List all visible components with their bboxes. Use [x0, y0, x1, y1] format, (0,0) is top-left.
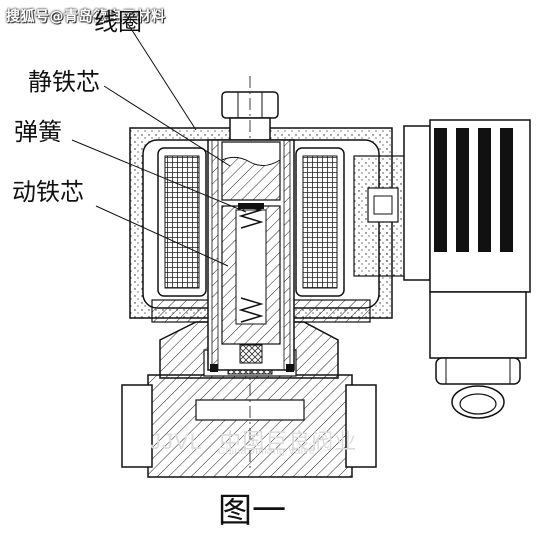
- figure-caption: 图一: [218, 491, 286, 531]
- leader-static-core: [103, 85, 231, 167]
- seal-ring-left: [210, 364, 218, 372]
- label-coil: 线圈: [94, 8, 142, 36]
- label-static-core: 静铁芯: [28, 68, 100, 96]
- spring: [238, 203, 264, 323]
- top-fitting: [221, 76, 279, 470]
- brand-name: 中国巨良阀业: [219, 429, 358, 454]
- plug-connector: [403, 119, 531, 419]
- brand-watermark: JJVL 中国巨良阀业: [150, 424, 357, 456]
- terminal-block: [353, 155, 407, 277]
- static-core: [221, 141, 281, 201]
- watermark-text: 搜狐号@青岛德电子材料: [6, 9, 166, 25]
- label-moving-core: 动铁芯: [12, 178, 84, 206]
- brand-subtitle: China Juliang Valve: [218, 446, 316, 457]
- leader-spring: [71, 139, 247, 213]
- moving-core: [221, 205, 281, 364]
- label-spring: 弹簧: [14, 118, 62, 146]
- seal-ring-right: [286, 364, 294, 372]
- leader-lines: [71, 23, 247, 267]
- leader-moving-core: [95, 205, 229, 267]
- leader-coil: [127, 23, 197, 131]
- brand-logo: JJVL: [150, 429, 203, 454]
